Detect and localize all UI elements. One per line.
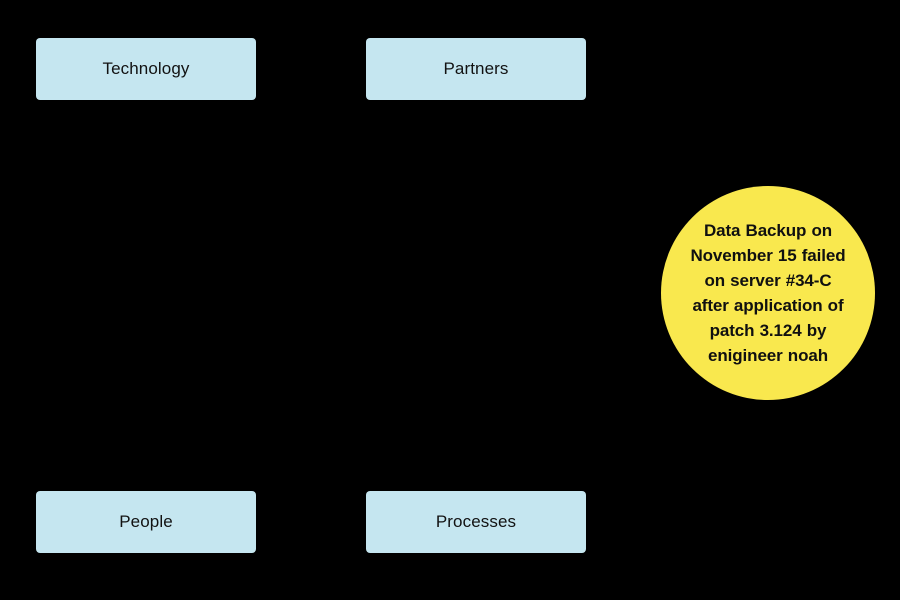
node-processes-label: Processes [435,511,517,531]
node-people[interactable]: People [36,491,256,553]
node-technology[interactable]: Technology [36,38,256,100]
node-partners[interactable]: Partners [366,38,586,100]
node-people-label: People [119,511,173,531]
node-technology-label: Technology [102,58,190,78]
node-partners-label: Partners [443,58,509,78]
node-processes[interactable]: Processes [366,491,586,553]
